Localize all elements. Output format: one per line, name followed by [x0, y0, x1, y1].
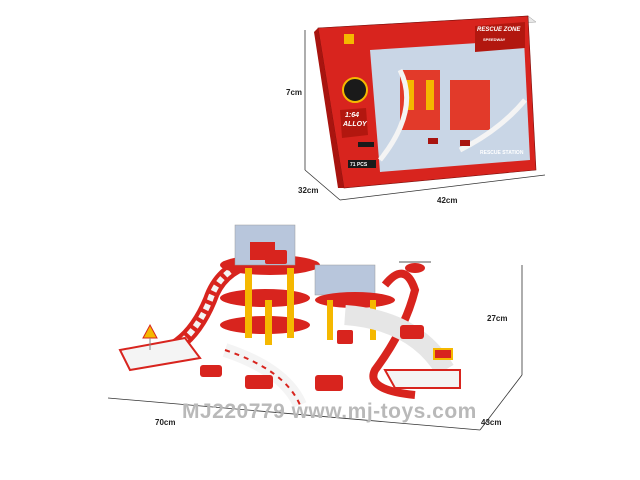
box-width-label: 42cm — [437, 196, 458, 205]
watermark-text: MJ220779 www.mj-toys.com — [182, 400, 477, 423]
box-material: ALLOY — [343, 121, 367, 128]
playset-height-label: 27cm — [487, 314, 508, 323]
box-height-label: 7cm — [286, 88, 303, 97]
box-pieces: 71 PCS — [350, 162, 368, 168]
product-box-image — [314, 15, 537, 189]
box-scale: 1:64 — [345, 112, 360, 119]
box-brand-sub: SPEEDWAY — [483, 37, 506, 42]
playset-depth-label: 43cm — [481, 418, 502, 427]
playset-width-label: 70cm — [155, 418, 176, 427]
box-subtitle: RESCUE STATION — [480, 150, 524, 156]
box-dimension-lines — [304, 30, 546, 201]
playset-image — [118, 224, 461, 409]
box-depth-label: 32cm — [298, 186, 319, 195]
box-brand: RESCUE ZONE — [477, 27, 521, 33]
